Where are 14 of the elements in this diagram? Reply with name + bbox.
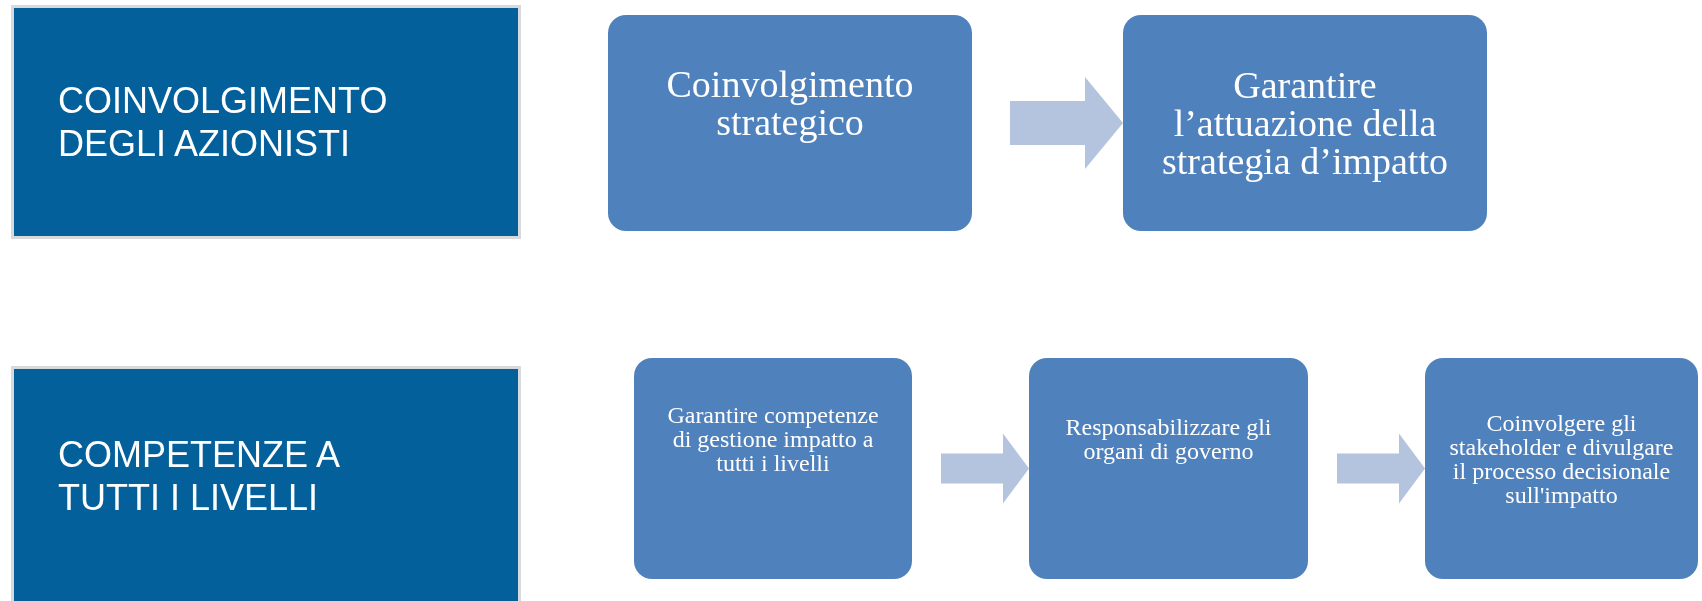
- heading-text: COINVOLGIMENTO DEGLI AZIONISTI: [58, 78, 389, 166]
- process-box: [634, 358, 912, 579]
- process-text: Responsabilizzare gli organi di governo: [1064, 414, 1273, 463]
- process-text: Coinvolgere gli stakeholder e divulgare il processo decisionale sull'impatto: [1449, 410, 1674, 507]
- heading-box: [11, 5, 521, 239]
- process-text: Garantire competenze di gestione impatto a tutti i livelli: [666, 402, 880, 475]
- process-text: Garantire l’attuazione della strategia d’impatto: [1161, 66, 1449, 180]
- heading-text: COMPETENZE A TUTTI I LIVELLI: [58, 432, 340, 520]
- process-box: [608, 15, 972, 231]
- process-box: [1123, 15, 1487, 231]
- process-text: Coinvolgimento strategico: [665, 65, 915, 141]
- process-box: [1425, 358, 1698, 579]
- process-box: [1029, 358, 1308, 579]
- heading-box: [11, 366, 521, 601]
